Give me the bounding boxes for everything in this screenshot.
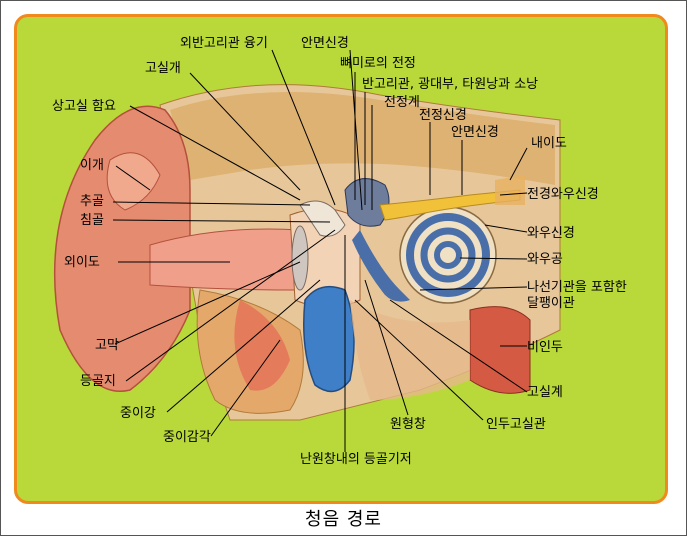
eustachian-tube xyxy=(303,285,355,393)
label-nasopharynx: 비인두 xyxy=(527,340,563,355)
label-epitympanic-recess: 상고실 함요 xyxy=(52,99,116,114)
label-eustachian-tube: 인두고실관 xyxy=(486,417,546,432)
label-lateral-semicircular-canal-prominence: 외반고리관 융기 xyxy=(180,36,268,51)
label-stapes-crus: 등골지 xyxy=(80,374,116,389)
label-malleus: 추골 xyxy=(80,194,104,209)
label-incus: 침골 xyxy=(80,213,104,228)
label-cochlear-foramen: 와우공 xyxy=(527,252,563,267)
tympanic-membrane xyxy=(291,225,309,291)
label-vestibular-nerve: 전정신경 xyxy=(419,108,467,123)
label-cochlear-duct: 달팽이관 xyxy=(527,296,575,311)
bone-lower xyxy=(350,300,470,400)
label-semicircular-canals-utricle-saccule: 반고리관, 광대부, 타원낭과 소낭 xyxy=(362,77,539,92)
auricle-fold xyxy=(106,152,161,211)
nasopharynx xyxy=(469,306,531,394)
bone-upper xyxy=(170,92,555,185)
label-round-window: 원형창 xyxy=(390,417,426,432)
label-tympanic-membrane: 고막 xyxy=(95,338,119,353)
label-tegmen-tympani: 고실개 xyxy=(145,61,181,76)
label-containing-spiral-organ: 나선기관을 포함한 xyxy=(527,280,627,295)
figure-caption: 청음 경로 xyxy=(305,509,382,530)
label-stapes-footplate-oval-window: 난원창내의 등골기저 xyxy=(300,452,412,467)
label-bony-vestibule: 뼈미로의 전정 xyxy=(340,56,416,71)
label-scala-vestibuli: 전정계 xyxy=(384,95,420,110)
label-auricle: 이개 xyxy=(80,158,104,173)
cochlea-turn-3 xyxy=(434,241,462,269)
internal-canal xyxy=(495,175,525,205)
label-middle-ear-sensation: 중이감각 xyxy=(163,430,211,445)
lower-tissue-2 xyxy=(234,300,290,391)
label-middle-ear-cavity: 중이강 xyxy=(120,406,156,421)
cochlea-turn-1 xyxy=(406,213,490,297)
cochlea-turn-2 xyxy=(420,227,476,283)
label-cochlear-nerve: 와우신경 xyxy=(527,226,575,241)
vestibulocochlear-nerve xyxy=(379,189,521,221)
scala-channel xyxy=(352,230,410,302)
label-external-auditory-canal: 외이도 xyxy=(64,255,100,270)
label-scala-tympani: 고실계 xyxy=(527,385,563,400)
semicircular-canals xyxy=(344,178,390,227)
label-facial-nerve: 안면신경 xyxy=(451,125,499,140)
label-vestibulocochlear-nerve: 전경와우신경 xyxy=(527,187,599,202)
label-internal-acoustic-meatus: 내이도 xyxy=(531,136,567,151)
label-facial-nerve-top: 안면신경 xyxy=(301,36,349,51)
leader-lines xyxy=(112,49,528,452)
